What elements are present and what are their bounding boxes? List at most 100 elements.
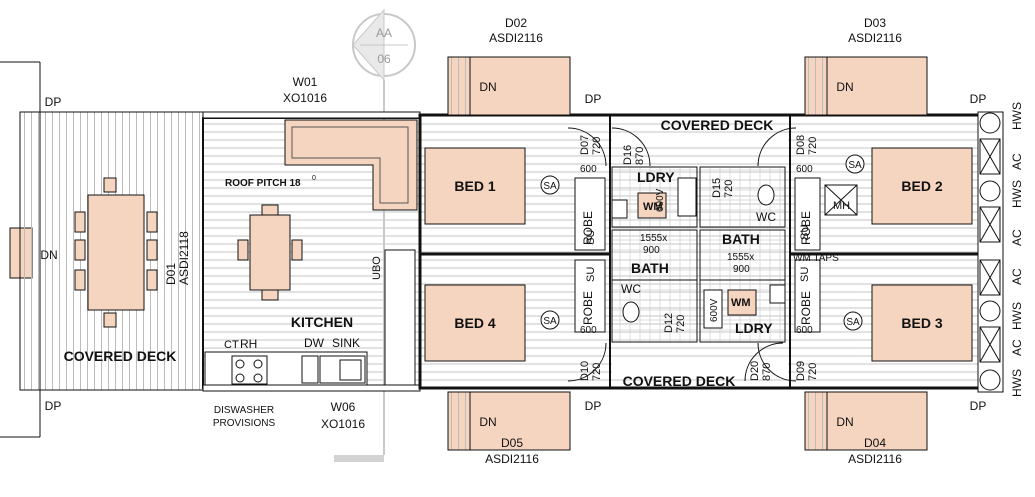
labels: D02 ASDI2116 D03 ASDI2116 D05 ASDI2116 D… <box>40 16 1024 466</box>
w06-spec: XO1016 <box>321 417 365 431</box>
dp-bottom-mid: DP <box>585 399 602 413</box>
ct-label: CT <box>224 339 239 351</box>
outdoor-dining-set <box>74 177 158 328</box>
bed-1-label: BED 1 <box>454 178 495 194</box>
bed-2-furniture <box>871 147 973 225</box>
d03-code: D03 <box>864 16 886 30</box>
bottom-covered-deck-label: COVERED DECK <box>623 373 736 389</box>
bath-size-left-1: 1555x <box>640 233 667 244</box>
d09-spec: 720 <box>807 363 819 381</box>
dn-d04: DN <box>836 415 853 429</box>
d08-code: D08 <box>795 135 807 155</box>
ac-2: AC <box>1010 229 1024 246</box>
dn-d05: DN <box>479 415 496 429</box>
ldry-top-label: LDRY <box>637 169 675 185</box>
bath-size-right-1: 1555x <box>727 252 754 263</box>
d02-spec: ASDI2116 <box>489 31 543 45</box>
wm-bottom-label: WM <box>731 297 751 309</box>
bed-3-furniture <box>871 284 973 362</box>
wc-top-label: WC <box>756 210 776 224</box>
d01-code: D01 <box>164 263 178 285</box>
su-label-4: SU <box>799 267 811 282</box>
d16-spec: 870 <box>634 147 646 165</box>
ubo-label: UBO <box>371 256 383 280</box>
hws-4: HWS <box>1010 369 1024 397</box>
d20-spec: 870 <box>761 363 773 381</box>
dishwasher-label-2: PROVISIONS <box>213 418 276 429</box>
dim-600v-1: 600V <box>655 188 666 212</box>
roof-pitch-degree: 0 <box>312 175 316 182</box>
bed-3-label: BED 3 <box>901 315 942 331</box>
dim-600-4: 600 <box>796 325 813 336</box>
w06-code: W06 <box>331 400 356 414</box>
bathroom-core <box>611 166 786 343</box>
d10-code: D10 <box>579 361 591 381</box>
robe-label-2: ROBE <box>581 291 595 325</box>
sa-bed2: SA <box>848 160 862 171</box>
bath-size-left-2: 900 <box>643 245 660 256</box>
rh-label: RH <box>240 337 257 351</box>
dn-d02: DN <box>479 80 496 94</box>
d09-code: D09 <box>795 361 807 381</box>
robe-label-4: ROBE <box>799 291 813 325</box>
ac-4: AC <box>1010 339 1024 356</box>
sink-label: SINK <box>332 336 360 350</box>
hws-2: HWS <box>1010 180 1024 208</box>
dp-top-left: DP <box>45 95 62 109</box>
mh-label: MH <box>833 200 850 212</box>
stair-d02 <box>447 56 571 116</box>
d16-code: D16 <box>622 145 634 165</box>
su-label-2: SU <box>585 267 597 282</box>
kitchen-label: KITCHEN <box>291 314 353 330</box>
d20-code: D20 <box>749 361 761 381</box>
dp-bottom-left: DP <box>45 399 62 413</box>
wall-bottom <box>202 384 421 392</box>
ldry-bottom-label: LDRY <box>735 320 773 336</box>
dining-table <box>237 204 303 301</box>
stair-d04 <box>804 391 928 451</box>
wm-taps-label: WM TAPS <box>793 253 839 264</box>
kitchen-bench <box>204 249 416 386</box>
bed-4-furniture <box>424 284 526 362</box>
wm-top-label: WM <box>643 201 663 213</box>
robe-bed4 <box>574 259 606 333</box>
su-label-1: SU <box>585 230 597 245</box>
dishwasher-label-1: DISWASHER <box>214 405 274 416</box>
d02-code: D02 <box>505 16 527 30</box>
section-top: AA <box>376 26 392 40</box>
wc-bottom-label: WC <box>621 282 641 296</box>
bath-right-label: BATH <box>722 231 760 247</box>
robe-bed3 <box>794 259 821 333</box>
sa-bed4: SA <box>543 316 557 327</box>
dim-600-3: 600 <box>796 164 813 175</box>
left-covered-deck-label: COVERED DECK <box>64 348 177 364</box>
dn-left: DN <box>40 248 57 262</box>
w01-spec: XO1016 <box>283 91 327 105</box>
robe-label-1: ROBE <box>581 211 595 245</box>
d05-spec: ASDI2116 <box>485 452 539 466</box>
stair-d03 <box>804 56 928 116</box>
ac-1: AC <box>1010 153 1024 170</box>
ac-3: AC <box>1010 268 1024 285</box>
d05-code: D05 <box>501 436 523 450</box>
bed-4-label: BED 4 <box>454 315 495 331</box>
door-swings <box>567 127 797 382</box>
d04-code: D04 <box>864 436 886 450</box>
external-services <box>977 111 1004 393</box>
stair-d05 <box>447 391 571 451</box>
d15-code: D15 <box>711 178 723 198</box>
bath-left-label: BATH <box>631 260 669 276</box>
sa-bed3: SA <box>846 317 860 328</box>
robe-label-3: ROBE <box>799 211 813 245</box>
dp-top-right: DP <box>970 92 987 106</box>
d12-code: D12 <box>663 313 675 333</box>
bath-size-right-2: 900 <box>733 264 750 275</box>
su-label-3: SU <box>799 225 811 240</box>
hws-1: HWS <box>1010 102 1024 130</box>
d01-spec: ASDI2118 <box>177 231 191 285</box>
hws-3: HWS <box>1010 302 1024 330</box>
dw-label: DW <box>304 336 325 350</box>
dn-d03: DN <box>836 80 853 94</box>
d15-spec: 720 <box>723 180 735 198</box>
